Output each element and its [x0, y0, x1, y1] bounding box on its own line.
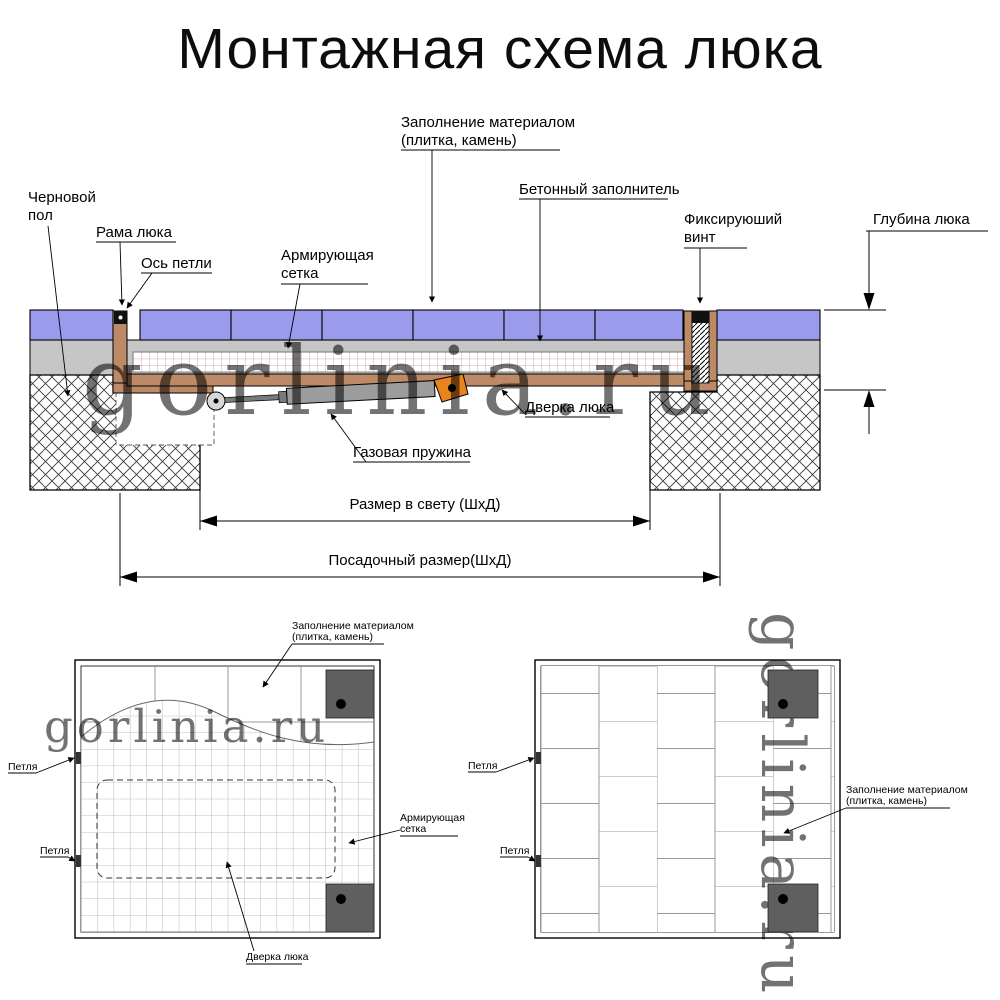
- gas-spring: [224, 380, 436, 405]
- label-hinge-axis: Ось петли: [141, 255, 212, 272]
- plan-left: gorlinia.ru Заполнение материалом (плитк…: [8, 620, 465, 965]
- plan-right-label-hinge-top: Петля: [468, 760, 497, 772]
- dim-mount-size: Посадочный размер(ШхД): [119, 493, 721, 586]
- plan-right-label-fill-2: (плитка, камень): [846, 795, 927, 807]
- hinge-pivot-dot: [213, 398, 219, 404]
- label-subfloor-2: пол: [28, 207, 53, 224]
- dim-clear-size-text: Размер в свету (ШхД): [349, 496, 500, 513]
- tile-layer: [29, 309, 821, 341]
- plan-right-corner-bottom: [767, 883, 819, 933]
- plan-left-hinge-mark-bottom: [76, 855, 81, 867]
- plan-right-label-fill-1: Заполнение материалом: [846, 784, 968, 796]
- plan-right: gorlinia.ru Петля Петля Заполнение матер…: [468, 612, 968, 1000]
- break-line: [80, 699, 375, 746]
- plan-left-corner-bottom: [325, 883, 375, 933]
- plan-left-label-fill-2: (плитка, камень): [292, 631, 373, 643]
- label-screw-1: Фиксируюший: [684, 211, 782, 228]
- plan-left-label-fill-1: Заполнение материалом: [292, 620, 414, 632]
- label-mesh-1: Армирующая: [281, 247, 374, 264]
- hatch-frame: [112, 310, 718, 394]
- plan-right-hinge-mark-top: [536, 752, 541, 764]
- plan-right-corners: [767, 669, 819, 933]
- page-title: Монтажная схема люка: [177, 17, 823, 81]
- plan-left-label-mesh-1: Армирующая: [400, 812, 465, 824]
- plan-left-hinge-mark-top: [76, 752, 81, 764]
- watermark-plan-left: gorlinia.ru: [44, 700, 329, 753]
- plan-right-hinge-mark-bottom: [536, 855, 541, 867]
- plan-left-corners: [325, 669, 375, 933]
- label-fill-1: Заполнение материалом: [401, 114, 575, 131]
- watermark-section: gorlinia.ru: [82, 327, 723, 437]
- plan-left-label-door: Дверка люка: [246, 951, 309, 963]
- dim-mount-size-text: Посадочный размер(ШхД): [329, 552, 512, 569]
- label-gas-spring: Газовая пружина: [353, 444, 472, 461]
- plan-left-corner-top: [325, 669, 375, 719]
- label-screw-2: винт: [684, 229, 716, 246]
- plan-right-label-hinge-bottom: Петля: [500, 845, 529, 857]
- section-callouts: Черновой пол Рама люка Ось петли Армирую…: [28, 114, 782, 463]
- plan-left-label-hinge-bottom: Петля: [40, 845, 69, 857]
- fixing-screw-head: [692, 311, 709, 323]
- label-frame: Рама люка: [96, 224, 173, 241]
- plan-left-label-hinge-top: Петля: [8, 761, 37, 773]
- label-fill-2: (плитка, камень): [401, 132, 517, 149]
- door-hidden-outline: [96, 779, 336, 879]
- plan-left-label-mesh-2: сетка: [400, 823, 426, 835]
- label-mesh-2: сетка: [281, 265, 319, 282]
- dim-depth: Глубина люка: [824, 211, 988, 434]
- label-concrete: Бетонный заполнитель: [519, 181, 680, 198]
- label-subfloor-1: Черновой: [28, 189, 96, 206]
- label-door: Дверка люка: [525, 399, 615, 416]
- spring-bracket-pin: [448, 384, 456, 392]
- plan-right-corner-top: [767, 669, 819, 719]
- dim-clear-size: Размер в свету (ШхД): [199, 490, 651, 530]
- label-depth: Глубина люка: [873, 211, 970, 228]
- hinge-axis-center: [118, 315, 123, 320]
